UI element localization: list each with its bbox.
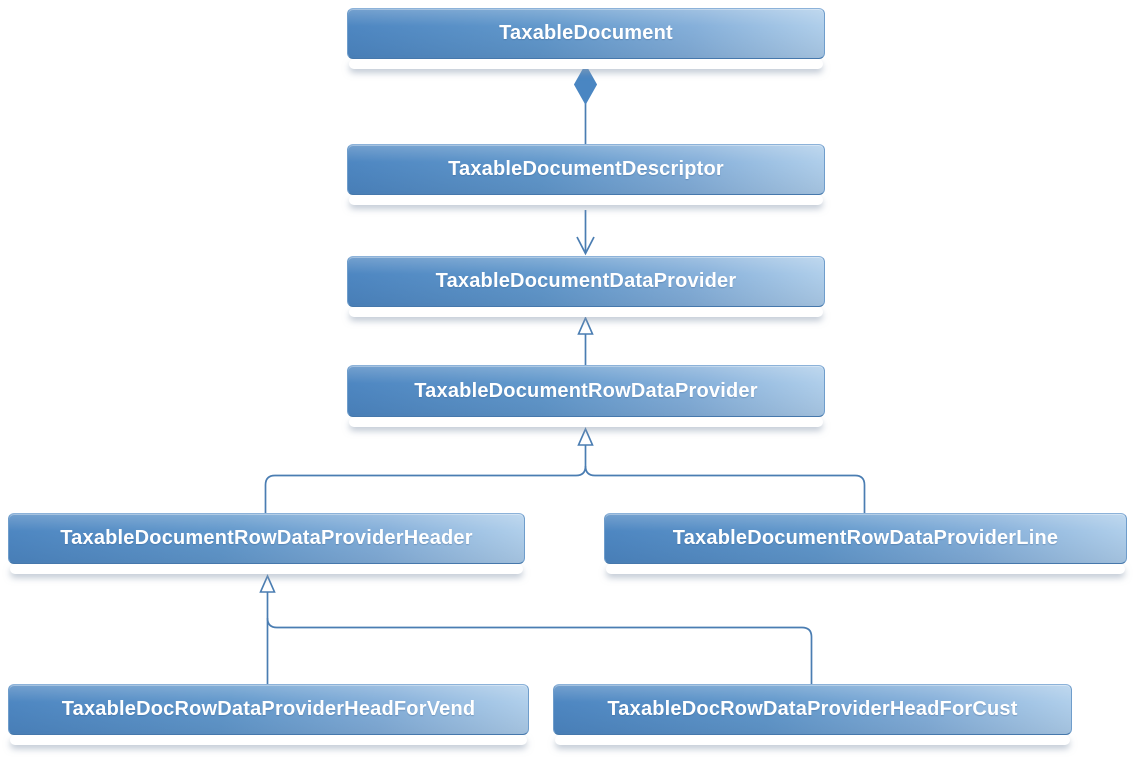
class-node-taxable-document-row-data-provider-line: TaxableDocumentRowDataProviderLine (604, 513, 1127, 574)
node-shelf (10, 564, 523, 574)
branch-to-header-line (264, 465, 587, 513)
composition-edge-descriptor-to-document (573, 63, 598, 144)
node-shelf (606, 564, 1125, 574)
node-shelf (349, 195, 823, 205)
composition-diamond-icon (573, 63, 598, 106)
node-shelf (349, 417, 823, 427)
class-name-label: TaxableDocument (499, 22, 673, 44)
class-name-label: TaxableDocRowDataProviderHeadForCust (607, 698, 1018, 720)
generalization-edge-rowdataprovider-to-dataprovider (577, 316, 594, 365)
class-name-label: TaxableDocumentDescriptor (448, 158, 724, 180)
class-node-taxable-document: TaxableDocument (347, 8, 825, 69)
branch-to-line-line (584, 465, 866, 513)
class-name-label: TaxableDocumentRowDataProviderHeader (60, 527, 473, 549)
generalization-fan-header-and-line-to-rowdataprovider (264, 427, 866, 513)
class-node-taxable-document-row-data-provider-header: TaxableDocumentRowDataProviderHeader (8, 513, 525, 574)
class-node-taxable-document-row-data-provider: TaxableDocumentRowDataProvider (347, 365, 825, 427)
class-node-taxable-document-descriptor: TaxableDocumentDescriptor (347, 144, 825, 205)
class-node-taxable-doc-row-data-provider-head-for-cust: TaxableDocRowDataProviderHeadForCust (553, 684, 1072, 745)
open-arrowhead-icon (576, 236, 595, 256)
hollow-triangle-icon (577, 316, 594, 335)
association-edge-descriptor-to-dataprovider (576, 210, 595, 256)
node-shelf (349, 307, 823, 317)
class-name-label: TaxableDocumentDataProvider (435, 270, 737, 292)
class-name-label: TaxableDocumentRowDataProviderLine (672, 527, 1059, 549)
node-shelf (349, 59, 823, 69)
node-shelf (555, 735, 1070, 745)
branch-to-cust-line (266, 617, 813, 684)
hollow-triangle-icon (577, 427, 594, 446)
hollow-triangle-icon (259, 574, 276, 593)
class-name-label: TaxableDocumentRowDataProvider (414, 379, 758, 402)
class-name-label: TaxableDocRowDataProviderHeadForVend (61, 698, 476, 720)
class-node-taxable-doc-row-data-provider-head-for-vend: TaxableDocRowDataProviderHeadForVend (8, 684, 529, 745)
generalization-fan-vend-and-cust-to-header (259, 574, 813, 684)
node-shelf (10, 735, 527, 745)
class-node-taxable-document-data-provider: TaxableDocumentDataProvider (347, 256, 825, 317)
